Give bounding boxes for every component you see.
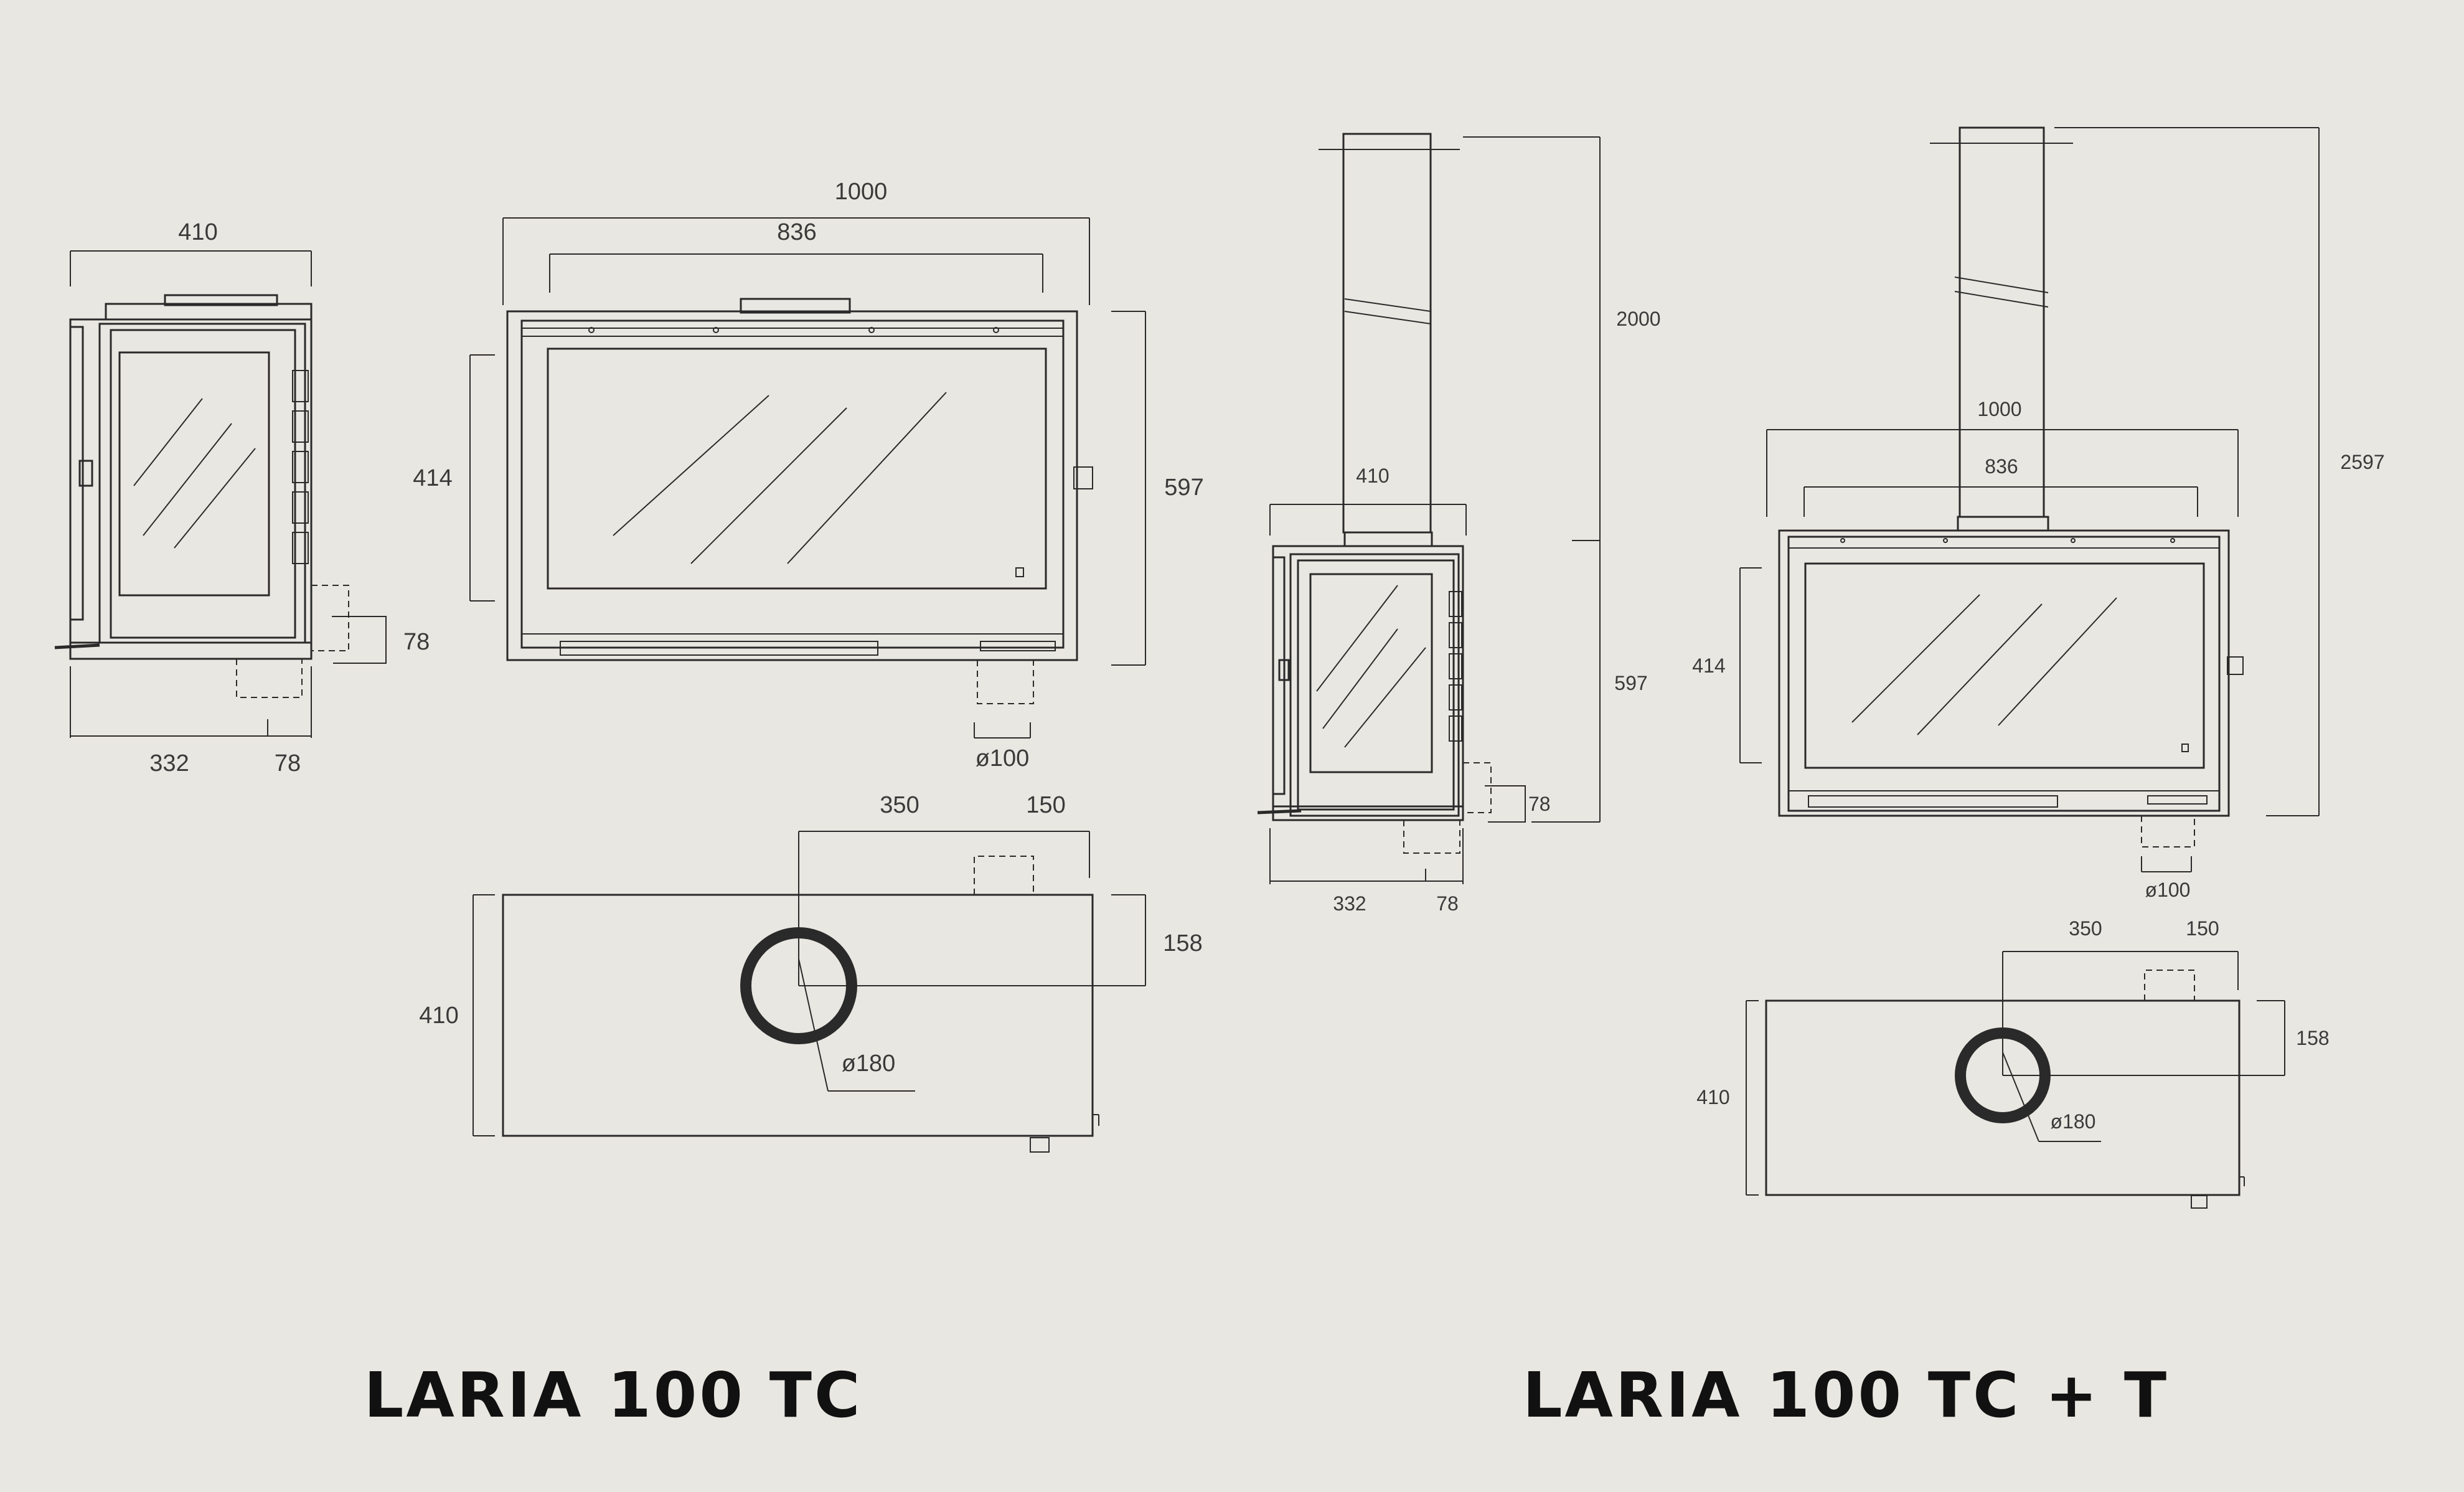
right-front-outer-label: 1000 xyxy=(1977,398,2021,420)
left-side-spigot-label: 78 xyxy=(403,629,430,655)
right-top-center-label: 158 xyxy=(2296,1027,2329,1049)
right-front-flue-label: ø100 xyxy=(2145,879,2191,901)
right-top-left-label: 350 xyxy=(2069,917,2102,940)
left-top-center-label: 158 xyxy=(1163,930,1202,956)
left-top-view: 350 150 410 158 ø180 xyxy=(419,792,1203,1153)
left-top-right-label: 150 xyxy=(1026,792,1065,818)
right-front-view: 2597 1000 836 414 ø100 xyxy=(1692,126,2385,901)
right-front-inner-label: 836 xyxy=(1985,455,2018,478)
front-glass xyxy=(547,347,1047,590)
right-top-view: 350 150 410 158 ø180 xyxy=(1696,917,2330,1209)
left-front-outer-label: 1000 xyxy=(835,179,888,205)
left-front-inner-label: 836 xyxy=(777,219,816,245)
right-side-offset-label: 78 xyxy=(1436,892,1459,915)
left-side-depth-label: 332 xyxy=(149,750,189,777)
right-top-flue-label: ø180 xyxy=(2051,1110,2096,1133)
side-handle xyxy=(78,460,93,487)
right-model-title: LARIA 100 TC + T xyxy=(1523,1359,2169,1432)
left-top-flue-label: ø180 xyxy=(842,1051,896,1077)
left-front-glass-height-label: 414 xyxy=(413,465,452,491)
left-side-view: 410 332 78 78 xyxy=(54,219,430,777)
left-side-width-label: 410 xyxy=(178,219,217,245)
right-top-right-label: 150 xyxy=(2186,917,2219,940)
left-top-depth-label: 410 xyxy=(419,1003,458,1029)
left-front-flue-label: ø100 xyxy=(976,745,1030,772)
right-side-total-height-label: 2000 xyxy=(1616,308,1660,330)
right-side-view: 410 2000 597 332 78 78 xyxy=(1257,133,1661,915)
right-front-glass xyxy=(1804,562,2205,769)
right-front-glass-height-label: 414 xyxy=(1692,654,1725,677)
right-side-depth-label: 332 xyxy=(1333,892,1366,915)
right-front-total-height-label: 2597 xyxy=(2340,451,2384,473)
left-front-view: 1000 836 414 597 ø100 xyxy=(413,179,1203,772)
left-side-offset-label: 78 xyxy=(275,750,301,777)
right-side-glass xyxy=(1309,573,1433,773)
right-top-depth-label: 410 xyxy=(1696,1086,1729,1108)
side-glass xyxy=(118,351,270,597)
left-top-left-label: 350 xyxy=(880,792,919,818)
right-side-spigot-label: 78 xyxy=(1528,793,1551,815)
right-side-height-label: 597 xyxy=(1614,672,1647,694)
left-front-height-label: 597 xyxy=(1164,475,1203,501)
left-model-title: LARIA 100 TC xyxy=(364,1359,863,1432)
right-side-width-label: 410 xyxy=(1356,465,1389,487)
